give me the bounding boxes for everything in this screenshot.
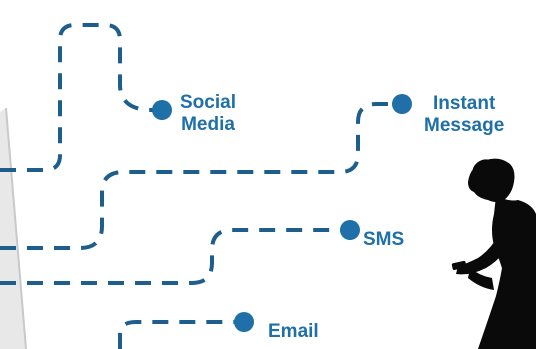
label-instant-message: Instant Message	[424, 93, 504, 137]
label-social-media: Social Media	[180, 92, 236, 136]
node-sms	[340, 220, 360, 240]
label-social-media-line2: Media	[181, 114, 235, 135]
label-sms: SMS	[363, 229, 404, 251]
path-social-media	[0, 23, 158, 172]
path-instant-message	[0, 102, 396, 250]
person-with-phone-silhouette	[451, 158, 536, 349]
label-email: Email	[268, 321, 319, 343]
path-email	[118, 320, 238, 349]
label-instant-message-line2: Message	[424, 115, 505, 136]
path-sms	[0, 228, 344, 285]
node-social-media	[152, 100, 172, 120]
label-sms-text: SMS	[363, 229, 405, 250]
label-instant-message-line1: Instant	[433, 93, 496, 114]
node-instant-message	[392, 94, 412, 114]
label-email-text: Email	[268, 321, 319, 342]
panel-edge-line	[5, 107, 27, 349]
node-email	[234, 312, 254, 332]
label-social-media-line1: Social	[180, 92, 236, 113]
